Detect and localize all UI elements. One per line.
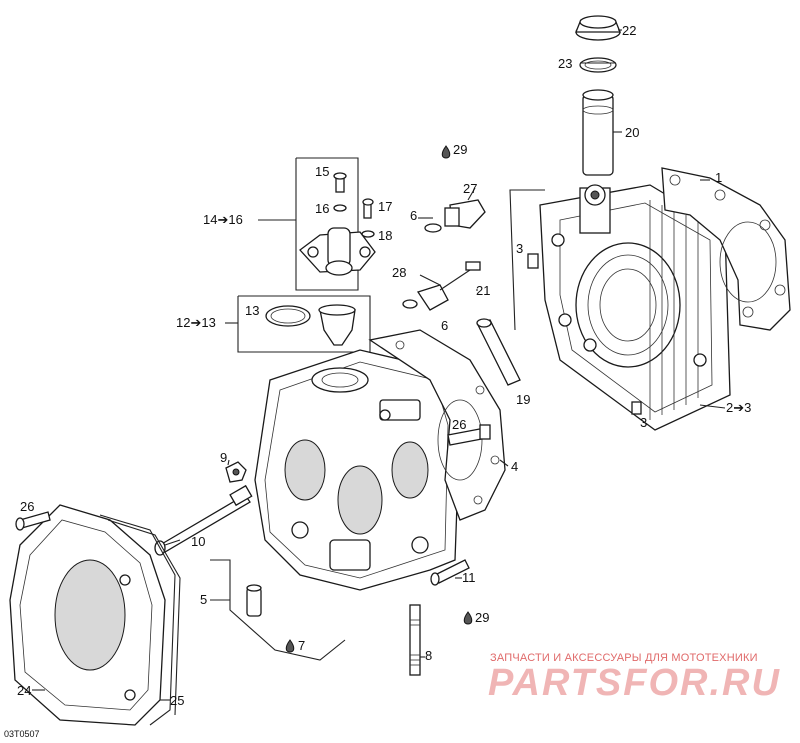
label-part-6a: 6: [410, 208, 418, 223]
label-part-25: 25: [170, 693, 185, 708]
short-bolt: [430, 559, 470, 586]
valve-cover: [9, 504, 166, 726]
label-part-18: 18: [378, 228, 393, 243]
valve-cover-gasket: [99, 514, 181, 726]
drop-marker-icon-29b: [463, 611, 473, 625]
label-part-12-13: 12➔13: [176, 315, 216, 330]
label-part-10: 10: [191, 534, 206, 549]
drop-marker-icon-7: [285, 639, 295, 653]
watermark-tagline: ЗАПЧАСТИ И АКСЕССУАРЫ ДЛЯ МОТОТЕХНИКИ: [490, 652, 758, 664]
filler-o-ring: [579, 57, 617, 73]
diagram-reference-code: 03T0507: [4, 729, 40, 739]
label-part-26b: 26: [452, 417, 467, 432]
cylinder-gasket: [661, 167, 791, 331]
label-part-11: 11: [462, 570, 476, 585]
drop-marker-icon-29a: [441, 145, 451, 159]
thermostat-group: [237, 295, 371, 353]
label-part-29a: 29: [453, 142, 468, 157]
label-part-26a: 26: [20, 499, 35, 514]
watermark-logo: PARTSFOR.RU: [488, 662, 781, 704]
cylinder-head: [254, 349, 461, 591]
label-part-19: 19: [516, 392, 531, 407]
label-part-6b: 6: [441, 318, 449, 333]
label-part-4: 4: [511, 459, 519, 474]
sensor-fitting: [402, 261, 481, 311]
valve-guide: [246, 584, 262, 617]
label-part-28: 28: [392, 265, 407, 280]
label-part-7: 7: [298, 638, 306, 653]
label-part-21: 21: [476, 283, 491, 298]
label-part-14-16: 14➔16: [203, 212, 243, 227]
guide-pin: [476, 318, 521, 386]
label-part-27: 27: [463, 181, 478, 196]
oil-filler-tube: [582, 89, 614, 176]
label-part-17: 17: [378, 199, 393, 214]
label-part-16: 16: [315, 201, 330, 216]
cylinder-assembly: [539, 184, 731, 431]
dowel-pin-upper: [527, 253, 539, 269]
label-part-3b: 3: [640, 415, 648, 430]
label-part-15: 15: [315, 164, 330, 179]
nut: [225, 461, 247, 483]
head-bolt: [447, 424, 491, 446]
label-part-22: 22: [622, 23, 637, 38]
label-part-8: 8: [425, 648, 433, 663]
label-part-5: 5: [200, 592, 208, 607]
cover-bolt: [15, 511, 51, 531]
label-part-9: 9: [220, 450, 228, 465]
thermostat-housing-group: [295, 157, 376, 291]
stud: [409, 604, 421, 676]
filler-cap: [575, 15, 621, 41]
label-part-3a: 3: [516, 241, 524, 256]
temperature-sensor: [424, 199, 486, 233]
label-part-24: 24: [17, 683, 32, 698]
head-gasket: [368, 329, 506, 521]
label-part-29b: 29: [475, 610, 490, 625]
label-part-1: 1: [715, 170, 723, 185]
label-part-23: 23: [558, 56, 573, 71]
label-part-13: 13: [245, 303, 260, 318]
dowel-pin-lower: [631, 401, 642, 415]
label-part-20: 20: [625, 125, 640, 140]
label-part-2-3: 2➔3: [726, 400, 752, 415]
